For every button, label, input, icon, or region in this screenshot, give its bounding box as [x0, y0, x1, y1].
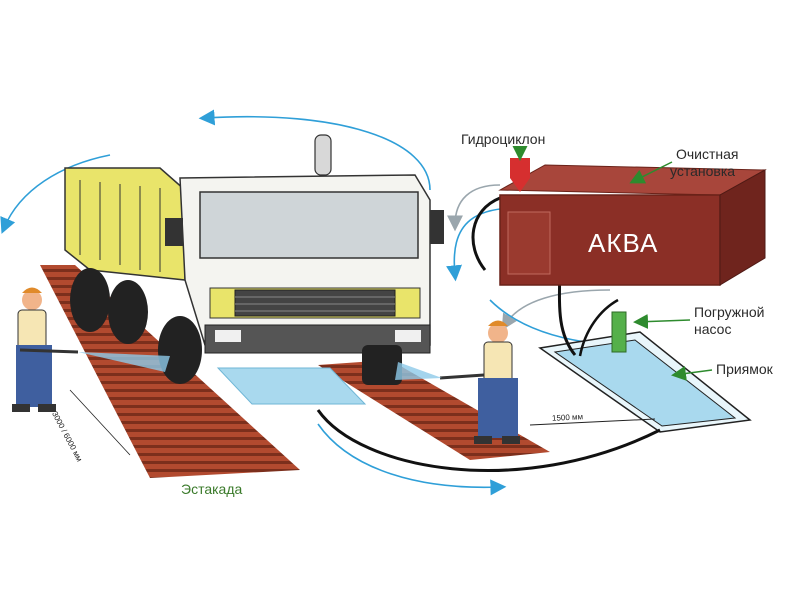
submersible-pump — [611, 311, 627, 353]
pointer-treatment — [629, 161, 673, 184]
pointer-pump — [633, 314, 691, 330]
pointer-sump — [671, 365, 713, 381]
pump-hose-2 — [578, 298, 619, 357]
label-unit-name: АКВА — [588, 228, 659, 258]
treatment-unit-akva — [498, 164, 767, 286]
flow-arrow-sump — [489, 299, 586, 343]
supply-pipe — [471, 196, 501, 271]
water-spray-right — [395, 362, 442, 380]
label-hydrocyclone: Гидроциклон — [461, 131, 546, 147]
label-sump: Приямок — [716, 361, 773, 377]
label-pump-line2: насос — [694, 321, 732, 337]
flow-arrow-bottom — [317, 423, 507, 496]
flow-arrow-cyclone — [447, 184, 501, 232]
flow-arrow-top — [198, 109, 431, 191]
sump — [538, 331, 752, 433]
flow-arrow-left — [0, 154, 111, 234]
label-overpass: Эстакада — [181, 481, 243, 497]
hydrocyclone — [510, 158, 530, 192]
wash-pool — [216, 367, 367, 405]
flow-arrow-pump — [501, 289, 611, 331]
label-treatment-line2: установка — [670, 163, 736, 179]
label-pump-line1: Погружной — [694, 304, 765, 320]
water-spray-left — [78, 352, 170, 372]
worker-right — [439, 320, 520, 444]
label-dim-width: 1500 мм — [551, 412, 584, 423]
worker-left — [12, 287, 79, 412]
label-treatment-line1: Очистная — [676, 146, 739, 162]
dump-truck — [64, 134, 444, 385]
drain-hose — [316, 409, 661, 472]
